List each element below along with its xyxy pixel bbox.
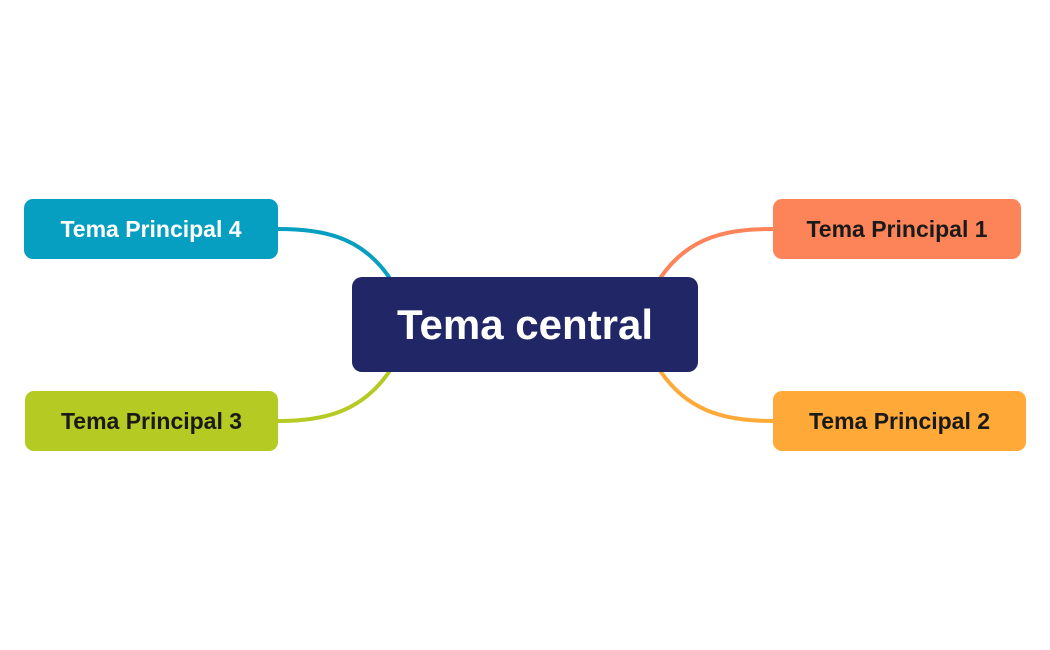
main-topic-node-4[interactable]: Tema Principal 4	[24, 199, 278, 259]
central-topic-label: Tema central	[397, 300, 653, 348]
central-topic-node[interactable]: Tema central	[352, 277, 698, 372]
main-topic-node-3[interactable]: Tema Principal 3	[25, 391, 278, 451]
connector-branch-2	[659, 370, 775, 423]
connector-branch-4	[276, 227, 391, 279]
main-topic-label-3: Tema Principal 3	[60, 407, 243, 434]
main-topic-node-1[interactable]: Tema Principal 1	[773, 199, 1021, 259]
connector-branch-3	[276, 370, 391, 423]
main-topic-label-1: Tema Principal 1	[806, 215, 988, 242]
main-topic-node-2[interactable]: Tema Principal 2	[773, 391, 1026, 451]
main-topic-label-4: Tema Principal 4	[60, 215, 242, 242]
connector-branch-1	[659, 227, 775, 279]
main-topic-label-2: Tema Principal 2	[808, 407, 991, 434]
